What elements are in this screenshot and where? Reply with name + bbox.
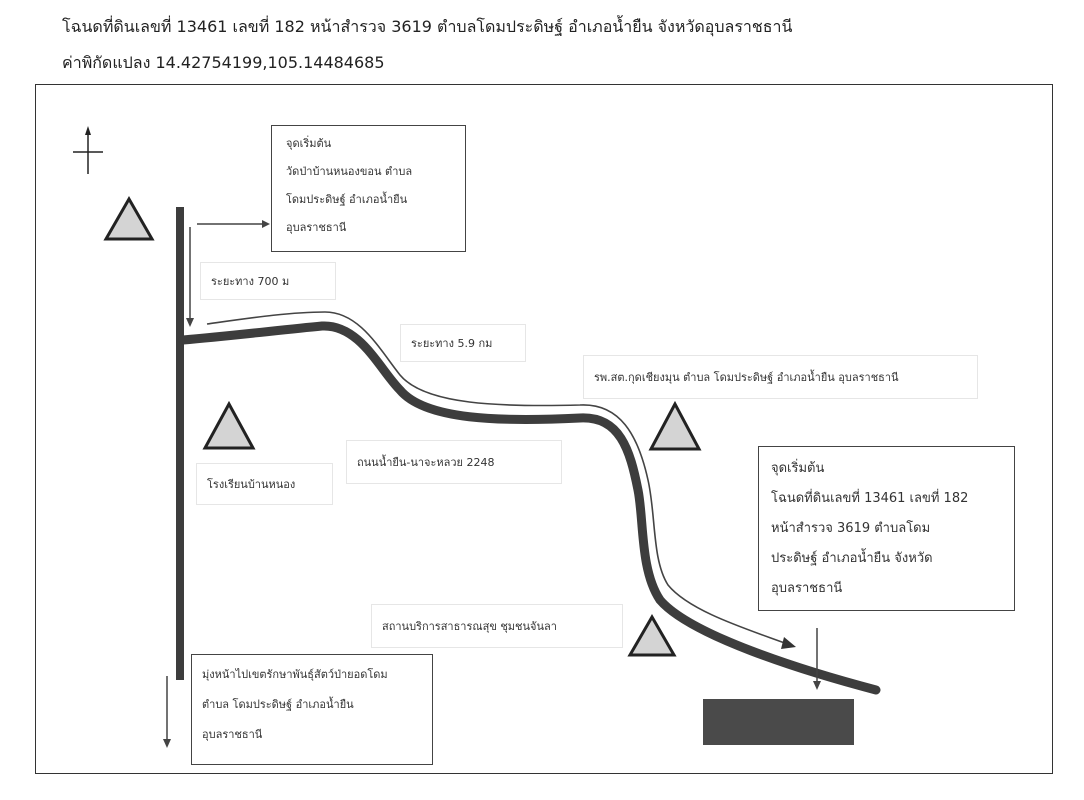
hospital-label: รพ.สต.กุดเชียงมุน ตำบล โดมประดิษฐ์ อำเภอ…: [583, 355, 978, 399]
landmark-hospital-triangle: [648, 400, 702, 451]
school-label: โรงเรียนบ้านหนอง: [196, 463, 333, 505]
health-service-label: สถานบริการสาธารณสุข ชุมชนจันลา: [371, 604, 623, 648]
arrow-down-south-icon: [163, 676, 171, 748]
route-arrowhead: [781, 637, 796, 649]
end-box-line: โฉนดที่ดินเลขที่ 13461 เลขที่ 182: [771, 491, 969, 506]
end-box-line: หน้าสำรวจ 3619 ตำบลโดม: [771, 521, 931, 536]
distance-5-9-label: ระยะทาง 5.9 กม: [400, 324, 526, 362]
landmark-temple-triangle: [103, 195, 155, 241]
direction-box-line: มุ่งหน้าไปเขตรักษาพันธุ์สัตว์ป่ายอดโดม: [202, 668, 388, 681]
distance-700-label: ระยะทาง 700 ม: [200, 262, 336, 300]
landmark-health-center-triangle: [627, 614, 677, 657]
road-name-label: ถนนน้ำยืน-นาจะหลวย 2248: [346, 440, 562, 484]
end-box-line: อุบลราชธานี: [771, 581, 843, 596]
map-frame: [35, 84, 1053, 774]
north-arrow-icon: [73, 126, 103, 174]
coordinates-text: ค่าพิกัดแปลง 14.42754199,105.14484685: [62, 53, 385, 72]
start-box-line: โดมประดิษฐ์ อำเภอน้ำยืน: [286, 193, 408, 206]
arrow-to-parcel-icon: [813, 628, 821, 690]
landmark-school-triangle: [202, 400, 256, 450]
start-point-box: จุดเริ่มต้น วัดป่าบ้านหนองขอน ตำบล โดมปร…: [271, 125, 466, 252]
end-point-box: จุดเริ่มต้น โฉนดที่ดินเลขที่ 13461 เลขที…: [758, 446, 1015, 611]
start-box-line: วัดป่าบ้านหนองขอน ตำบล: [286, 165, 413, 178]
header-title: โฉนดที่ดินเลขที่ 13461 เลขที่ 182 หน้าสำ…: [62, 17, 793, 36]
land-parcel-block: [703, 699, 854, 745]
start-box-line: จุดเริ่มต้น: [286, 137, 332, 150]
start-box-line: อุบลราชธานี: [286, 221, 347, 234]
arrow-down-700-icon: [186, 227, 194, 327]
direction-box-line: อุบลราชธานี: [202, 728, 263, 741]
direction-box-line: ตำบล โดมประดิษฐ์ อำเภอน้ำยืน: [202, 698, 354, 711]
route-line: [206, 311, 791, 646]
main-road: [178, 321, 881, 695]
direction-box: มุ่งหน้าไปเขตรักษาพันธุ์สัตว์ป่ายอดโดม ต…: [191, 654, 433, 765]
arrow-to-start-icon: [197, 220, 270, 228]
end-box-line: จุดเริ่มต้น: [771, 461, 825, 476]
end-box-line: ประดิษฐ์ อำเภอน้ำยืน จังหวัด: [771, 551, 933, 566]
